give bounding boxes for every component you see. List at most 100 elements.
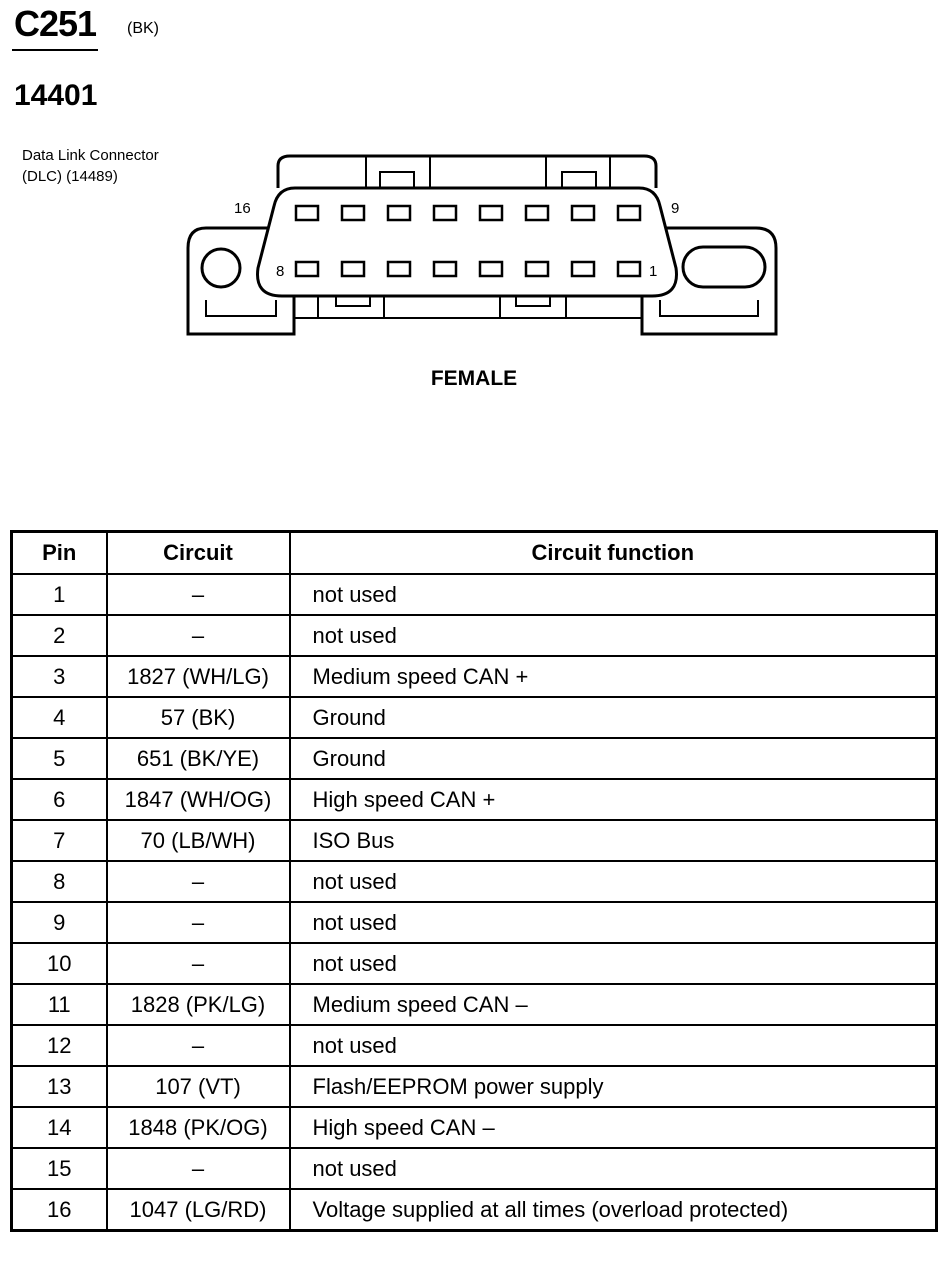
circuit-cell: –: [105, 860, 291, 903]
circuit-cell: –: [105, 942, 291, 985]
pin-cavity-12: [478, 204, 504, 222]
pin-cavity-16: [294, 204, 320, 222]
circuit-cell: –: [105, 1024, 291, 1067]
pin-number-cell: 7: [10, 819, 108, 862]
header-circuit: Circuit: [105, 530, 291, 575]
pin-number-cell: 15: [10, 1147, 108, 1190]
connector-id: C251: [14, 3, 97, 44]
connector-description-line2: (DLC) (14489): [22, 168, 118, 185]
circuit-function-cell: not used: [288, 1147, 938, 1190]
pin-cavity-10: [570, 204, 596, 222]
circuit-cell: –: [105, 614, 291, 657]
circuit-cell: –: [105, 573, 291, 616]
pin-number-cell: 12: [10, 1024, 108, 1067]
pin-cavity-2: [570, 260, 596, 278]
circuit-function-cell: Flash/EEPROM power supply: [288, 1065, 938, 1108]
pin-label-9: 9: [671, 200, 679, 217]
circuit-function-cell: ISO Bus: [288, 819, 938, 862]
circuit-cell: 1827 (WH/LG): [105, 655, 291, 698]
circuit-function-cell: High speed CAN –: [288, 1106, 938, 1149]
header-circuit-function: Circuit function: [288, 530, 938, 575]
pin-cavity-13: [432, 204, 458, 222]
table-header-row: Pin Circuit Circuit function: [10, 530, 938, 575]
circuit-function-cell: Voltage supplied at all times (overload …: [288, 1188, 938, 1232]
right-mounting-slot: [681, 245, 767, 289]
circuit-function-cell: Ground: [288, 696, 938, 739]
circuit-cell: 1828 (PK/LG): [105, 983, 291, 1026]
circuit-cell: 70 (LB/WH): [105, 819, 291, 862]
pin-cavity-11: [524, 204, 550, 222]
connector-color: (BK): [127, 20, 159, 37]
pin-cavity-14: [386, 204, 412, 222]
table-row: 10–not used: [10, 942, 938, 985]
right-mounting-ear: [640, 226, 778, 336]
circuit-cell: 57 (BK): [105, 696, 291, 739]
table-row: 15–not used: [10, 1147, 938, 1190]
pin-cavity-8: [294, 260, 320, 278]
pin-number-cell: 3: [10, 655, 108, 698]
circuit-cell: 651 (BK/YE): [105, 737, 291, 780]
pin-label-8: 8: [276, 263, 284, 280]
circuit-function-cell: not used: [288, 614, 938, 657]
pin-number-cell: 10: [10, 942, 108, 985]
pin-number-cell: 14: [10, 1106, 108, 1149]
pin-number-cell: 8: [10, 860, 108, 903]
pin-cavity-6: [386, 260, 412, 278]
circuit-function-cell: not used: [288, 573, 938, 616]
pin-number-cell: 9: [10, 901, 108, 944]
pin-label-16: 16: [234, 200, 251, 217]
circuit-function-cell: Medium speed CAN +: [288, 655, 938, 698]
circuit-cell: –: [105, 1147, 291, 1190]
circuit-function-cell: not used: [288, 942, 938, 985]
connector-body: [256, 186, 678, 298]
pin-cavity-1: [616, 260, 642, 278]
pin-cavity-3: [524, 260, 550, 278]
pin-cavity-7: [340, 260, 366, 278]
table-row: 8–not used: [10, 860, 938, 903]
table-row: 1–not used: [10, 573, 938, 616]
pin-number-cell: 1: [10, 573, 108, 616]
pin-cavity-5: [432, 260, 458, 278]
pin-cavity-9: [616, 204, 642, 222]
pin-number-cell: 16: [10, 1188, 108, 1232]
circuit-function-cell: not used: [288, 860, 938, 903]
circuit-function-cell: not used: [288, 901, 938, 944]
circuit-function-cell: not used: [288, 1024, 938, 1067]
pin-number-cell: 11: [10, 983, 108, 1026]
pin-cavity-15: [340, 204, 366, 222]
connector-top-rim: [276, 154, 658, 188]
pin-label-1: 1: [649, 263, 657, 280]
circuit-function-cell: Ground: [288, 737, 938, 780]
table-row: 2–not used: [10, 614, 938, 657]
dlc-connector-diagram: 16 9 8 1: [186, 154, 778, 336]
connector-gender-label: FEMALE: [430, 367, 518, 390]
pin-cavity-4: [478, 260, 504, 278]
pin-number-cell: 4: [10, 696, 108, 739]
table-row: 9–not used: [10, 901, 938, 944]
pin-number-cell: 6: [10, 778, 108, 821]
circuit-cell: 107 (VT): [105, 1065, 291, 1108]
harness-number: 14401: [14, 79, 98, 112]
circuit-cell: 1848 (PK/OG): [105, 1106, 291, 1149]
pin-number-cell: 13: [10, 1065, 108, 1108]
table-row: 12–not used: [10, 1024, 938, 1067]
circuit-cell: 1847 (WH/OG): [105, 778, 291, 821]
pin-number-cell: 2: [10, 614, 108, 657]
connector-description: Data Link Connector (DLC) (14489): [22, 145, 159, 187]
connector-description-line1: Data Link Connector: [22, 147, 159, 164]
circuit-function-cell: Medium speed CAN –: [288, 983, 938, 1026]
circuit-cell: 1047 (LG/RD): [105, 1188, 291, 1232]
left-mounting-ear: [186, 226, 296, 336]
circuit-cell: –: [105, 901, 291, 944]
circuit-function-cell: High speed CAN +: [288, 778, 938, 821]
header-pin: Pin: [10, 530, 108, 575]
